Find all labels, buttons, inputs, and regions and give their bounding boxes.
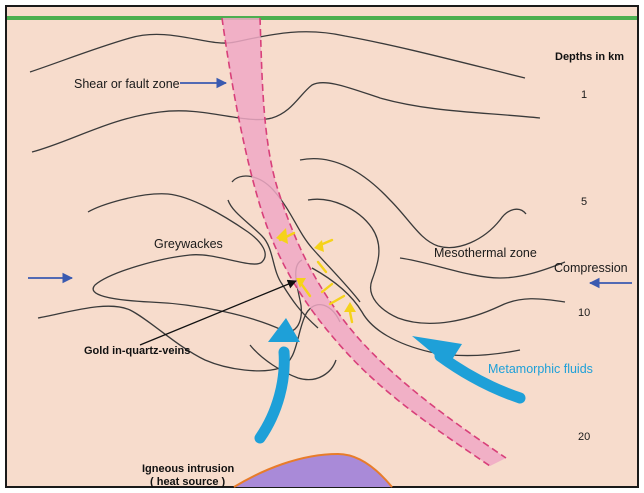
compression-label: Compression (554, 261, 628, 275)
depths-title: Depths in km (555, 51, 624, 63)
shear-zone-label: Shear or fault zone (74, 77, 180, 91)
heat-source-label: ( heat source ) (150, 476, 226, 488)
depth-tick: 1 (581, 89, 587, 101)
gold-veins-label: Gold in-quartz-veins (84, 345, 190, 357)
depth-tick: 5 (581, 196, 587, 208)
igneous-intrusion-label: Igneous intrusion (142, 463, 235, 475)
greywackes-label: Greywackes (154, 237, 223, 251)
metamorphic-fluids-label: Metamorphic fluids (488, 362, 593, 376)
mesothermal-zone-label: Mesothermal zone (434, 246, 537, 260)
depth-tick: 10 (578, 307, 590, 319)
depth-tick: 20 (578, 431, 590, 443)
